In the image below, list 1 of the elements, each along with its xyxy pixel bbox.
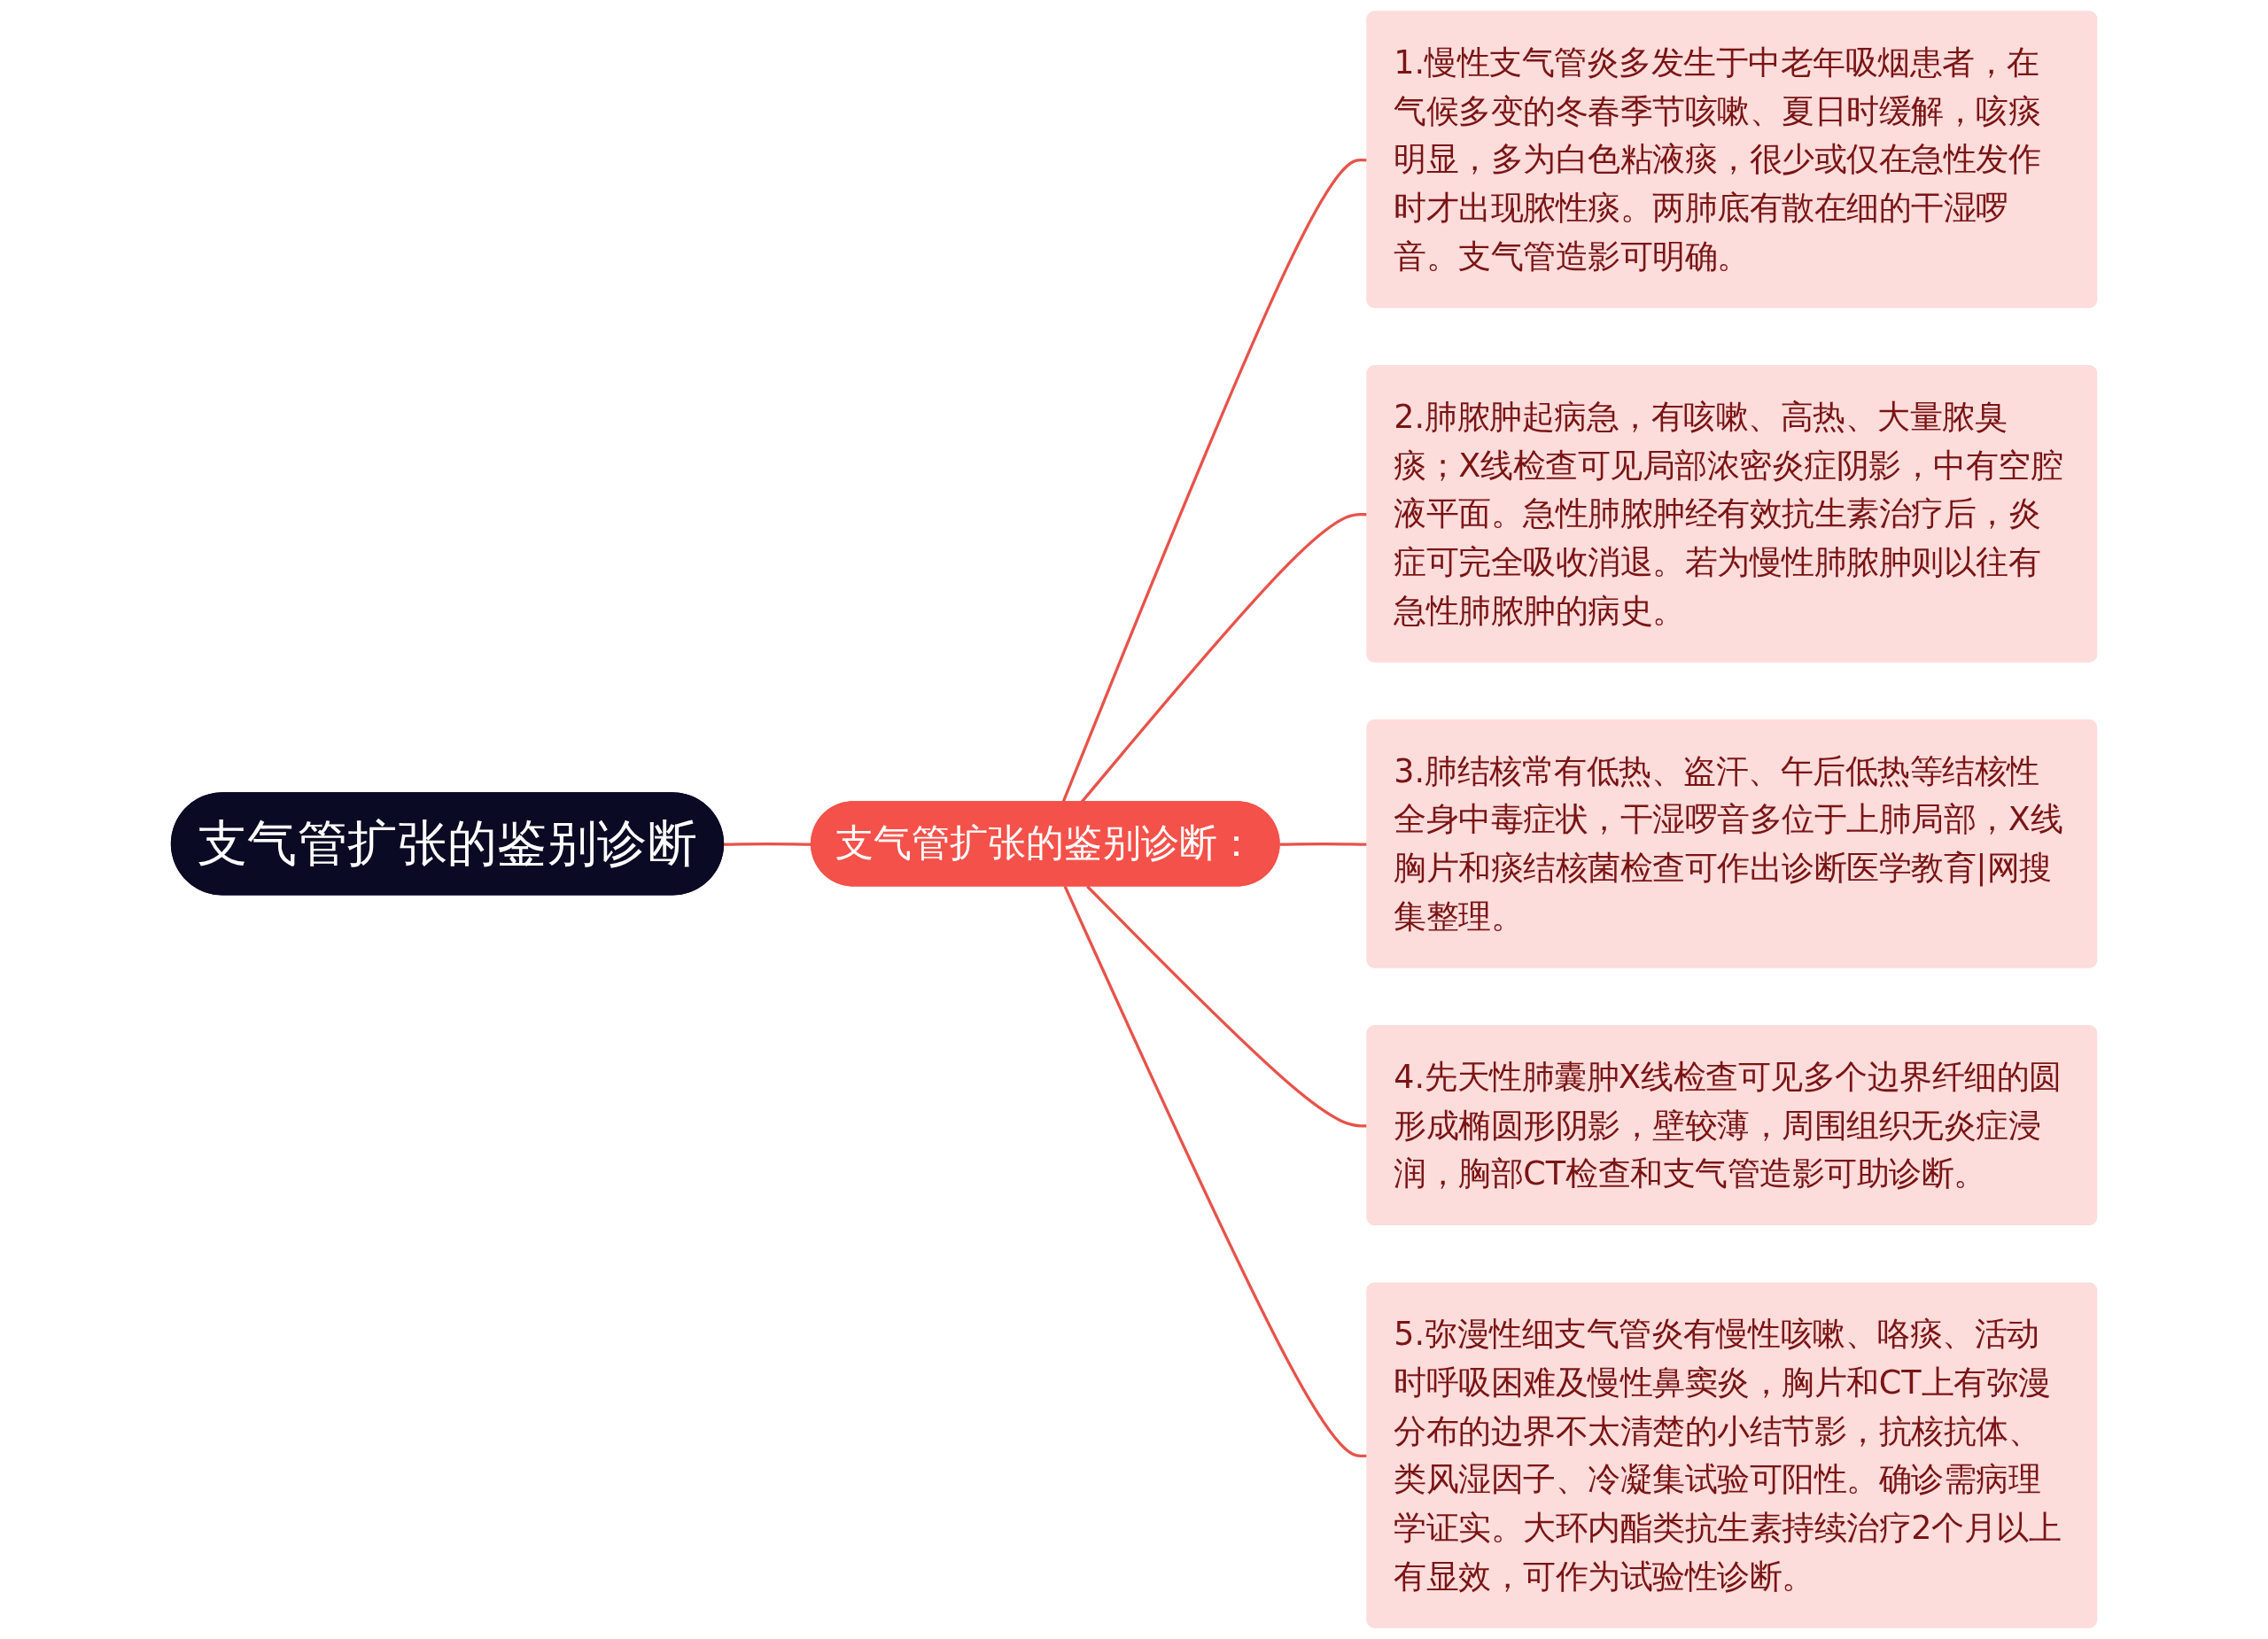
connector: [724, 843, 812, 846]
